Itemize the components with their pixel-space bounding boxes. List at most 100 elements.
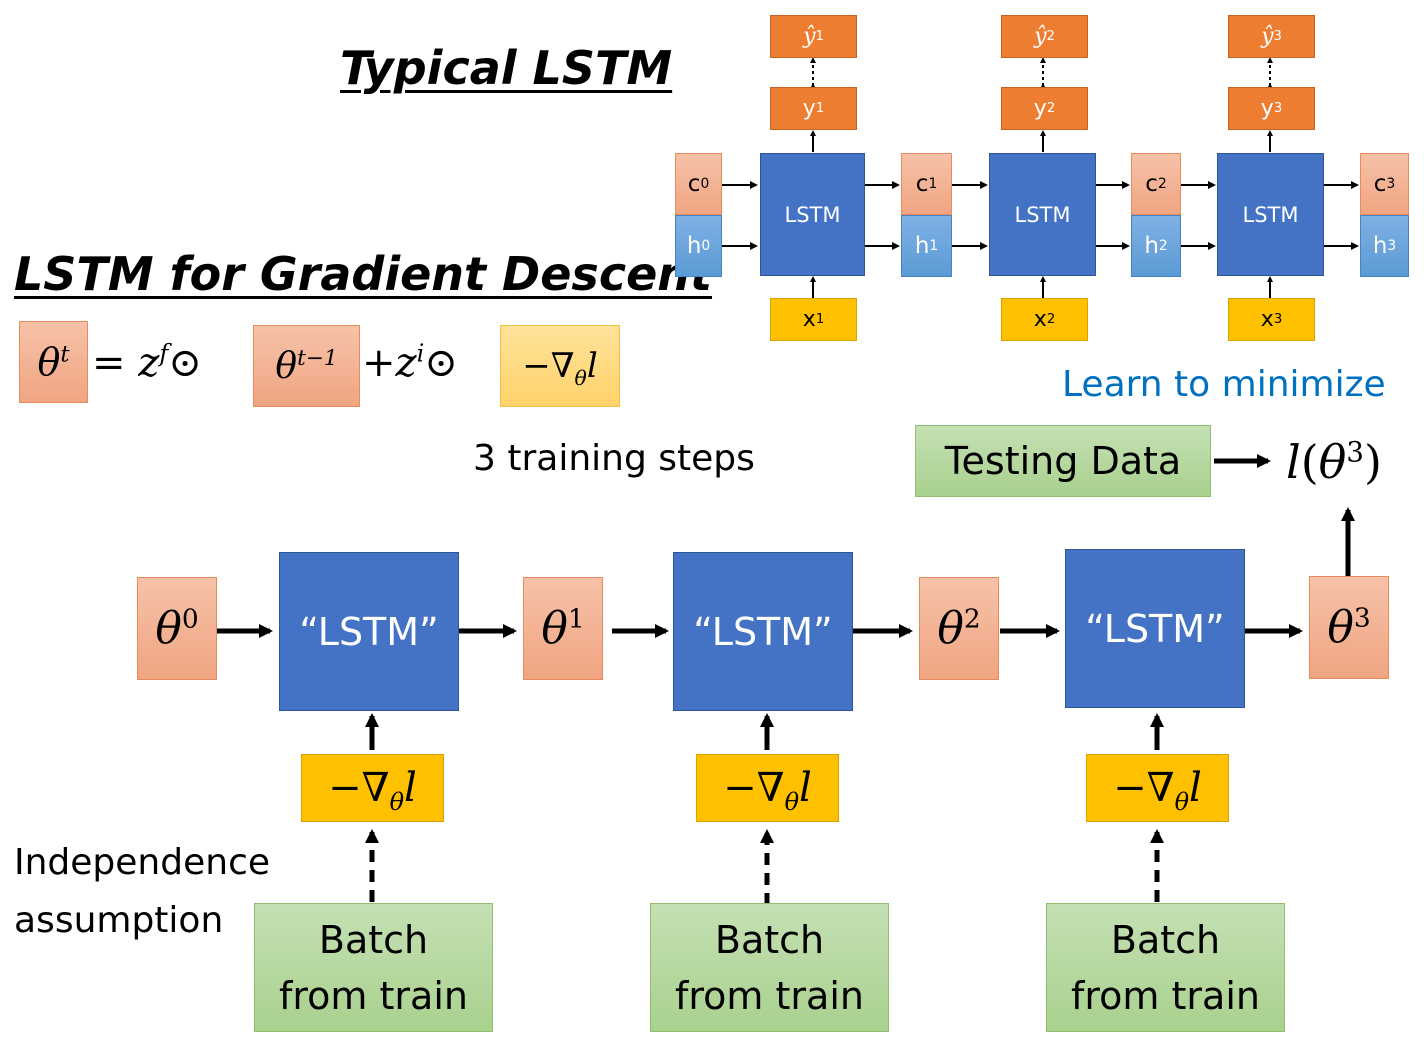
eq-odot-2: ⊙ xyxy=(424,340,458,386)
loss-close: ) xyxy=(1363,435,1382,489)
y-2-label: y xyxy=(1033,96,1047,121)
batch-box-1: Batch from train xyxy=(254,903,493,1032)
eq-sup-f: f xyxy=(159,339,169,368)
theta-3-sym: θ xyxy=(1327,602,1354,653)
yhat-3-label: ŷ xyxy=(1261,24,1274,49)
eq-theta-tm1-box: θt−1 xyxy=(253,325,360,407)
eq-z-i: z xyxy=(395,340,417,386)
batch-3-line1: Batch xyxy=(1110,917,1221,962)
x-1-label: x xyxy=(802,307,816,332)
loss-l: l xyxy=(1286,435,1301,489)
loss-open: ( xyxy=(1300,435,1319,489)
theta-0-sym: θ xyxy=(155,603,182,654)
c-0-label: c xyxy=(687,171,701,197)
x-3-label: x xyxy=(1260,307,1274,332)
y-1-label: y xyxy=(802,96,816,121)
grad-3-sub: θ xyxy=(1174,788,1190,816)
typical-lstm-cell-2: LSTM xyxy=(989,153,1096,276)
grad-1-sub: θ xyxy=(389,788,405,816)
eq-middle: = zf⊙ xyxy=(92,338,202,388)
eq-plus: + xyxy=(362,340,396,386)
grad-box-2: −∇θl xyxy=(696,754,839,822)
grad-3-l: l xyxy=(1189,765,1202,811)
grad-1-neg: −∇ xyxy=(328,765,390,811)
h-1-label: h xyxy=(914,233,930,259)
testing-data-box: Testing Data xyxy=(915,425,1211,497)
learn-to-minimize-text: Learn to minimize xyxy=(1062,364,1386,405)
eq-sub-theta: θ xyxy=(574,365,587,390)
eq-odot-1: ⊙ xyxy=(168,340,202,386)
theta-2-idx: 2 xyxy=(963,603,981,635)
eq-z-f: z xyxy=(138,340,160,386)
eq-neg-grad: −∇ xyxy=(522,346,575,386)
grad-box-3: −∇θl xyxy=(1086,754,1229,822)
batch-box-2: Batch from train xyxy=(650,903,889,1032)
yhat-1-label: ŷ xyxy=(803,24,816,49)
eq-theta: θ xyxy=(37,340,61,384)
gd-lstm-cell-3: “LSTM” xyxy=(1065,549,1245,708)
yhat-2-label: ŷ xyxy=(1034,24,1047,49)
batch-1-line2: from train xyxy=(279,973,468,1018)
grad-3-neg: −∇ xyxy=(1113,765,1175,811)
c-2-label: c xyxy=(1145,171,1158,197)
eq-l: l xyxy=(586,346,598,386)
theta-0-idx: 0 xyxy=(181,603,199,635)
loss-expression: l(θ3) xyxy=(1286,432,1382,492)
gd-lstm-cell-1: “LSTM” xyxy=(279,552,459,711)
h-0-label: h xyxy=(686,233,702,259)
gd-lstm-cell-2: “LSTM” xyxy=(673,552,853,711)
grad-1-l: l xyxy=(404,765,417,811)
eq-sup-t: t xyxy=(60,341,70,368)
loss-sup: 3 xyxy=(1346,435,1364,469)
independence-line2: assumption xyxy=(14,900,224,941)
eq-middle-2: +zi⊙ xyxy=(362,338,458,388)
eq-neg-grad-box: −∇θl xyxy=(500,325,620,407)
theta-3-box: θ3 xyxy=(1309,576,1389,679)
h-3-label: h xyxy=(1372,233,1388,259)
eq-equals: = xyxy=(92,340,126,386)
c-1-label: c xyxy=(915,171,929,197)
independence-line1: Independence xyxy=(14,842,271,883)
batch-3-line2: from train xyxy=(1071,973,1260,1018)
grad-2-neg: −∇ xyxy=(723,765,785,811)
typical-lstm-heading: Typical LSTM xyxy=(340,41,673,95)
independence-assumption-text: Independence assumption xyxy=(14,834,270,950)
theta-1-box: θ1 xyxy=(523,577,603,680)
grad-box-1: −∇θl xyxy=(301,754,444,822)
typical-lstm-cell-1: LSTM xyxy=(760,153,865,276)
training-steps-text: 3 training steps xyxy=(473,438,755,479)
batch-2-line1: Batch xyxy=(714,917,825,962)
theta-3-idx: 3 xyxy=(1353,602,1371,634)
typical-lstm-cell-3: LSTM xyxy=(1217,153,1324,276)
h-2-label: h xyxy=(1144,233,1159,259)
y-3-label: y xyxy=(1260,96,1274,121)
eq-theta-2: θ xyxy=(275,345,298,387)
theta-1-idx: 1 xyxy=(567,603,585,635)
theta-0-box: θ0 xyxy=(137,577,217,680)
batch-box-3: Batch from train xyxy=(1046,903,1285,1032)
eq-theta-t-box: θt xyxy=(19,321,88,403)
batch-1-line1: Batch xyxy=(318,917,429,962)
lstm-gd-heading: LSTM for Gradient Descent xyxy=(14,247,713,301)
c-3-label: c xyxy=(1373,171,1387,197)
grad-2-sub: θ xyxy=(784,788,800,816)
eq-sup-tm1: t−1 xyxy=(297,345,338,371)
grad-2-l: l xyxy=(799,765,812,811)
eq-sup-i: i xyxy=(416,339,425,368)
